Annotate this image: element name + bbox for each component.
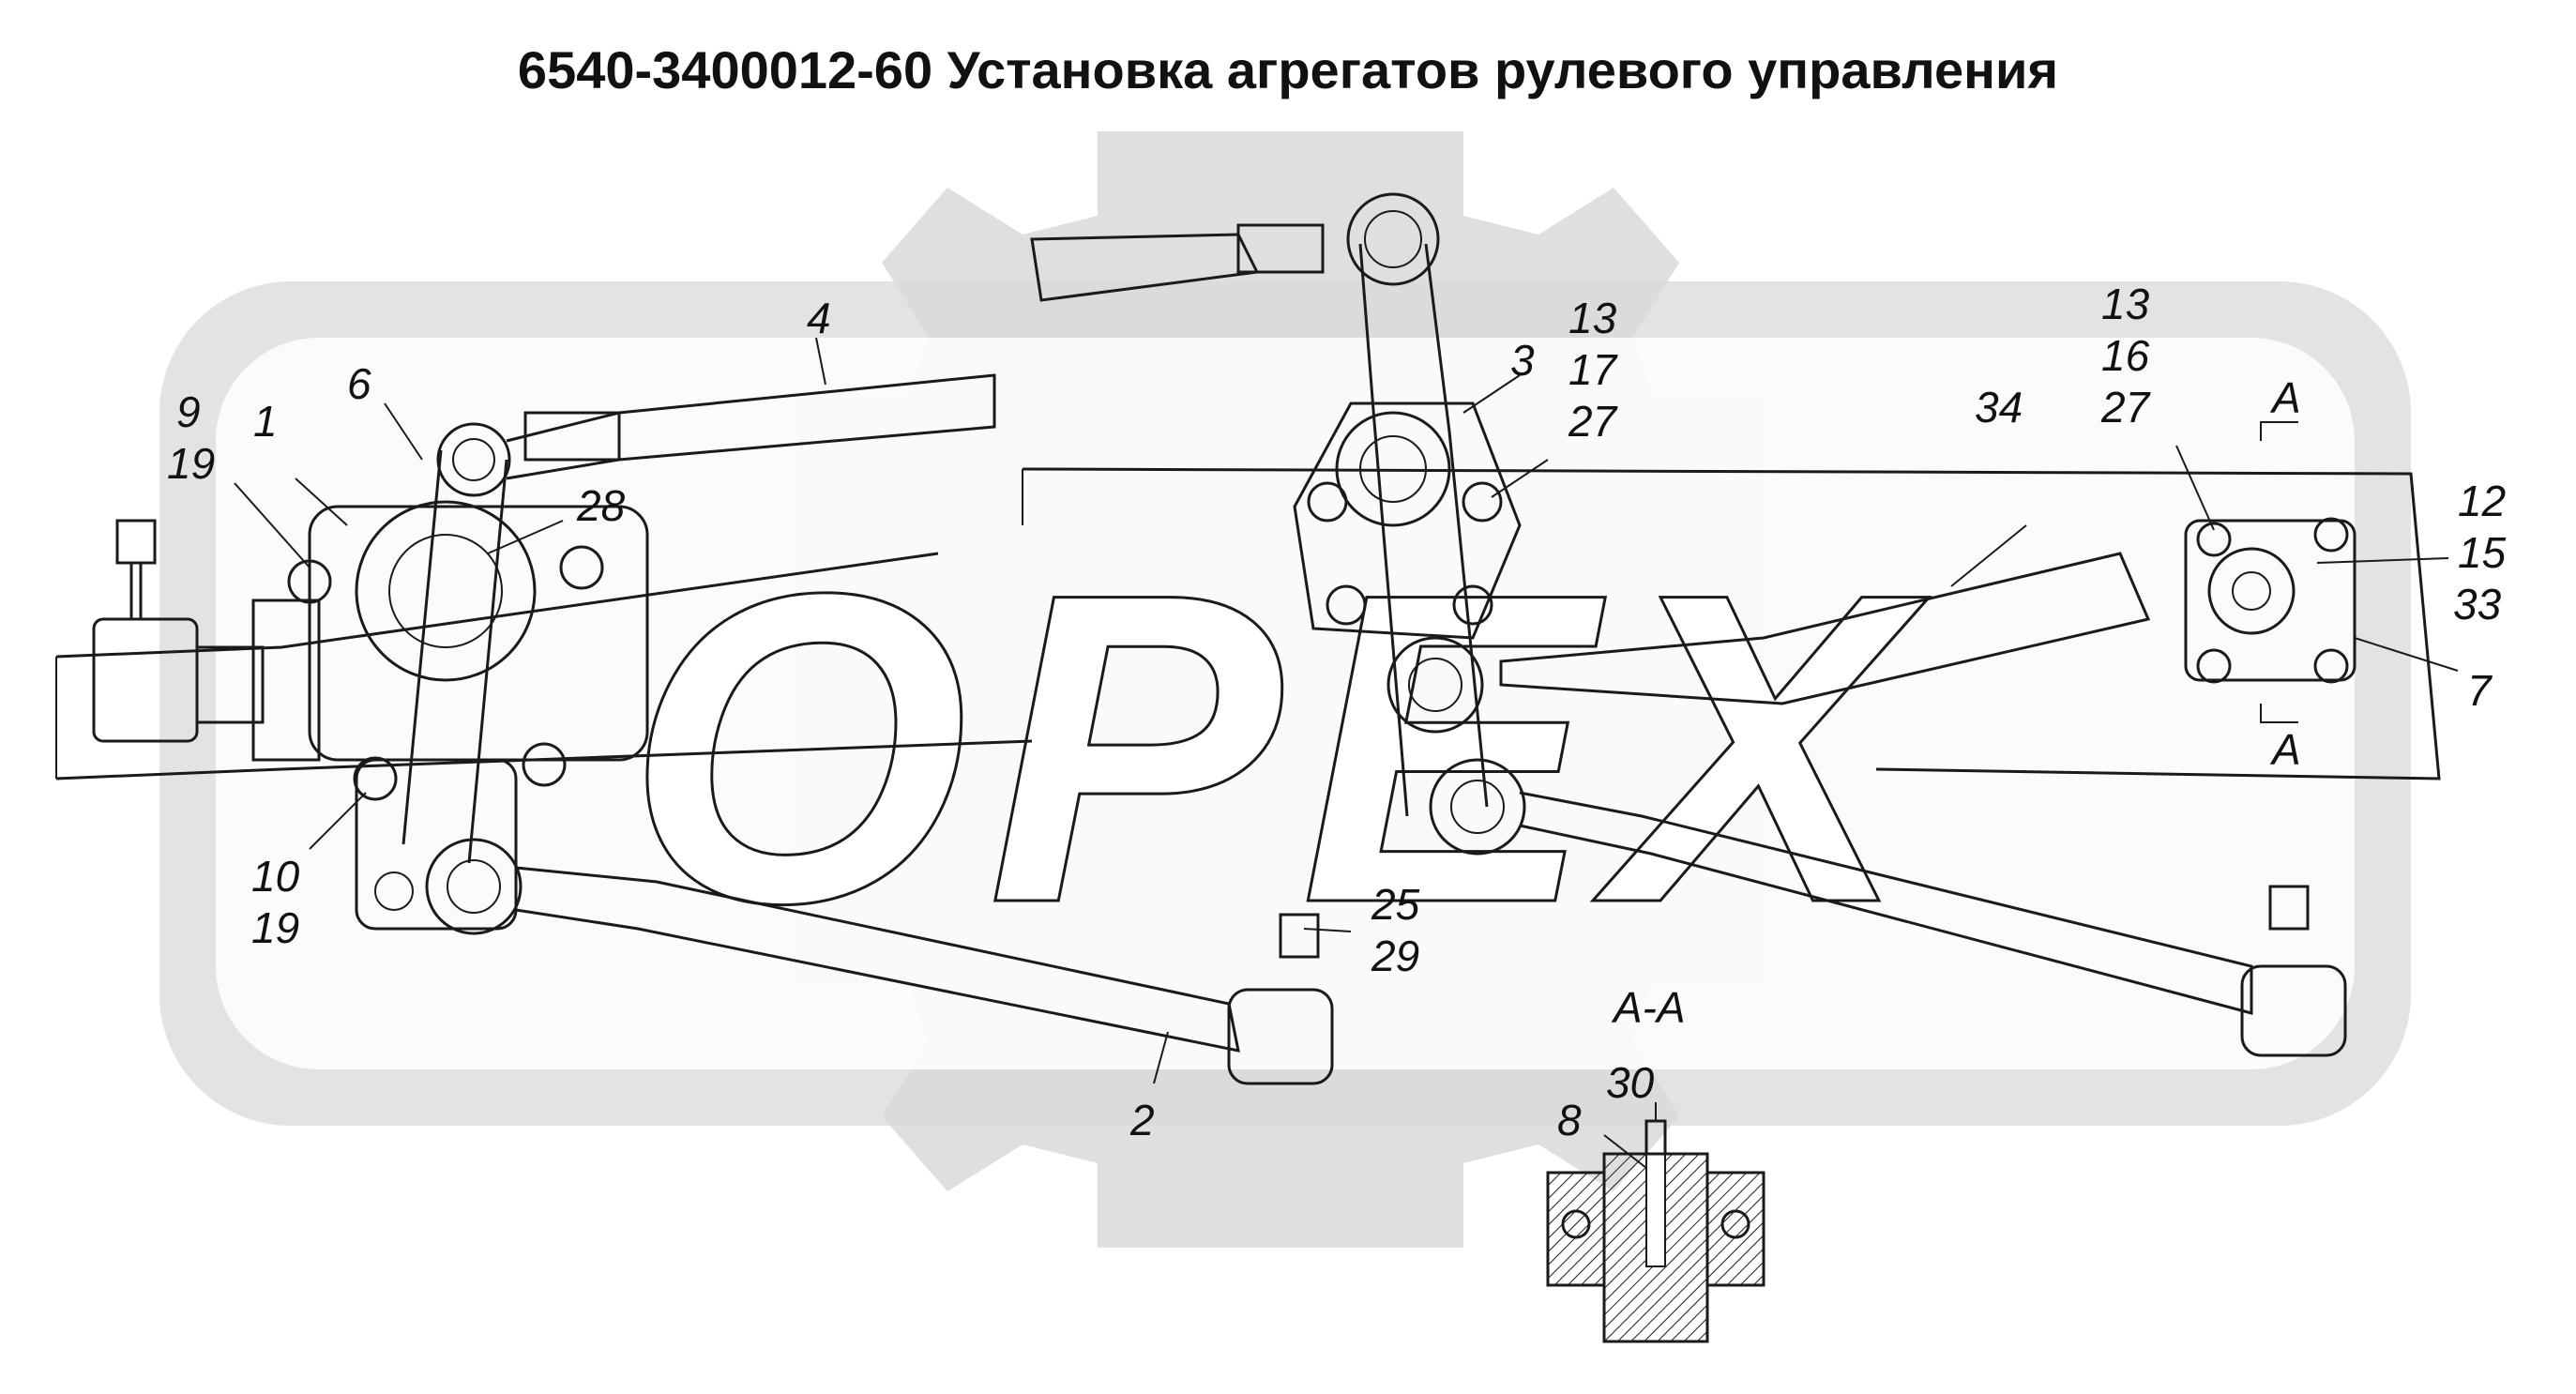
callout-16: 16 <box>2101 331 2150 380</box>
callout-27b: 27 <box>2100 383 2151 432</box>
callout-7: 7 <box>2467 666 2493 715</box>
callout-29: 29 <box>1371 932 1419 980</box>
callout-8: 8 <box>1557 1096 1582 1144</box>
frame-rails <box>55 467 2441 780</box>
callout-25: 25 <box>1371 880 1420 929</box>
callout-13a: 13 <box>1568 294 1617 342</box>
callout-27a: 27 <box>1568 397 1618 446</box>
callouts: 9 19 1 6 28 4 10 19 3 13 17 27 34 13 16 … <box>167 280 2507 1144</box>
callout-17: 17 <box>1568 345 1618 394</box>
callout-4: 4 <box>807 294 831 342</box>
lower-tie-rods <box>425 758 2347 1085</box>
callout-3: 3 <box>1510 336 1535 385</box>
callout-30: 30 <box>1606 1058 1655 1107</box>
idler-bracket <box>1293 243 1522 817</box>
callout-34: 34 <box>1975 383 2023 432</box>
callout-13b: 13 <box>2101 280 2150 328</box>
callout-12: 12 <box>2458 477 2506 525</box>
section-mark-bottom: А <box>2269 725 2301 774</box>
section-mark-top: А <box>2269 373 2301 422</box>
callout-2: 2 <box>1129 1096 1155 1144</box>
watermark-frame-inner <box>216 338 2355 1069</box>
section-marks <box>2260 421 2298 723</box>
callout-9: 9 <box>176 387 201 436</box>
leader-lines <box>234 337 2459 1169</box>
power-cylinder <box>1386 517 2356 734</box>
callout-1: 1 <box>253 397 278 446</box>
page-title: 6540-3400012-60 Установка агрегатов руле… <box>517 40 2059 99</box>
watermark-logo: OPEX <box>159 131 2411 1248</box>
callout-28: 28 <box>576 481 626 530</box>
upper-drag-link <box>402 192 1440 864</box>
callout-15: 15 <box>2458 528 2507 577</box>
section-detail <box>1546 1119 1765 1343</box>
section-label: А-А <box>1611 983 1686 1032</box>
callout-19b: 19 <box>251 903 299 952</box>
callout-6: 6 <box>347 359 371 408</box>
callout-33: 33 <box>2453 580 2502 629</box>
callout-10: 10 <box>251 852 300 901</box>
callout-19a: 19 <box>167 439 215 488</box>
